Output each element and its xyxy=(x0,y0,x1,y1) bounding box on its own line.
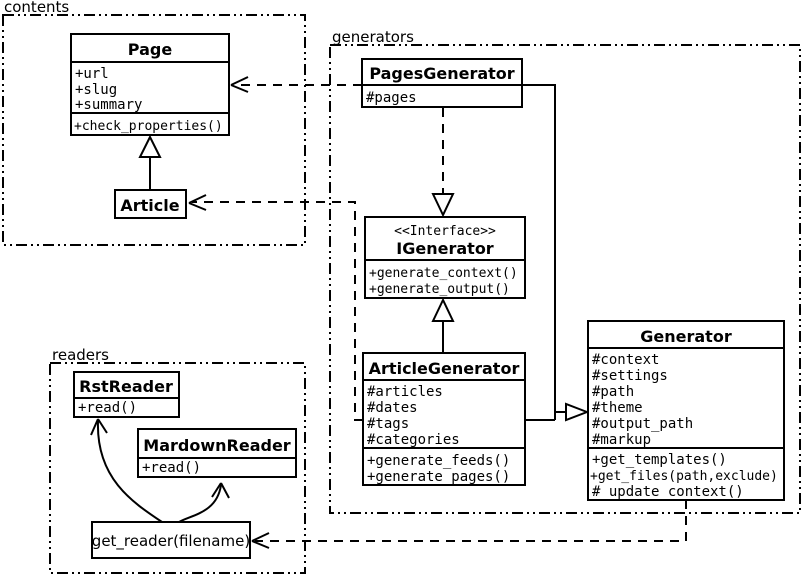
class-generator-attr-2: #path xyxy=(592,384,634,400)
class-igenerator-method-1: +generate_output() xyxy=(369,282,510,297)
class-articlegenerator-attr-1: #dates xyxy=(367,400,418,416)
class-pagesgenerator-title: PagesGenerator xyxy=(369,64,514,83)
arrowhead-triangle-igenerator-bottom xyxy=(431,297,455,322)
package-readers-border xyxy=(49,362,306,574)
class-rstreader-title: RstReader xyxy=(79,377,173,396)
arrowhead-open-article xyxy=(188,194,207,211)
class-page-title: Page xyxy=(128,40,173,59)
class-mardownreader: MardownReader +read() xyxy=(137,428,297,478)
class-article-title: Article xyxy=(120,196,179,215)
class-articlegenerator-method-0: +generate_feeds() xyxy=(367,453,510,469)
arrowhead-open-rstreader xyxy=(90,418,108,436)
class-igenerator: <<Interface>> IGenerator +generate_conte… xyxy=(364,216,526,299)
function-getreader-box xyxy=(91,521,251,559)
function-getreader: get_reader(filename) xyxy=(91,521,251,559)
arrowhead-triangle-igenerator-top xyxy=(431,193,455,218)
class-generator-attr-1: #settings xyxy=(592,368,668,384)
class-mardownreader-title: MardownReader xyxy=(143,436,291,455)
class-generator-method-1: +get_files(path,exclude) xyxy=(590,469,778,484)
class-generator-attr-3: #theme xyxy=(592,400,643,416)
package-generators: generators xyxy=(329,28,801,514)
arrowhead-triangle-generator xyxy=(565,402,590,422)
package-contents: contents xyxy=(2,0,306,246)
package-contents-border xyxy=(2,14,306,246)
class-page-box xyxy=(70,33,230,136)
class-rstreader-method-0: +read() xyxy=(78,400,137,416)
class-page-method-0: +check_properties() xyxy=(74,119,223,134)
arrowhead-triangle-page xyxy=(138,134,162,158)
class-generator: Generator #context #settings #path #them… xyxy=(587,320,785,501)
class-articlegenerator-attr-2: #tags xyxy=(367,416,409,432)
class-page-attr-0: +url xyxy=(75,66,109,82)
package-contents-label: contents xyxy=(4,0,69,16)
package-readers-label: readers xyxy=(52,346,109,364)
class-page: Page +url +slug +summary +check_properti… xyxy=(70,33,230,136)
class-articlegenerator-attr-0: #articles xyxy=(367,384,443,400)
class-pagesgenerator-attr-0: #pages xyxy=(366,90,417,106)
package-generators-label: generators xyxy=(332,28,414,46)
class-rstreader-box xyxy=(73,371,180,418)
class-generator-method-0: +get_templates() xyxy=(592,452,727,468)
class-page-attr-1: +slug xyxy=(75,82,117,98)
class-page-attr-2: +summary xyxy=(75,97,142,113)
class-generator-box xyxy=(587,320,785,501)
class-generator-attr-5: #markup xyxy=(592,432,651,448)
class-generator-attr-0: #context xyxy=(592,352,659,368)
class-articlegenerator-method-1: +generate_pages() xyxy=(367,469,510,485)
class-mardownreader-box xyxy=(137,428,297,478)
function-getreader-label: get_reader(filename) xyxy=(92,532,250,551)
class-pagesgenerator: PagesGenerator #pages xyxy=(361,58,523,108)
class-article-box xyxy=(114,189,187,219)
edge-articlegenerator-article-dependency xyxy=(192,201,363,421)
class-igenerator-method-0: +generate_context() xyxy=(369,266,518,281)
edge-getreader-rstreader xyxy=(96,420,163,523)
class-generator-method-2: #_update_context() xyxy=(592,484,744,500)
class-igenerator-stereotype: <<Interface>> xyxy=(394,224,496,239)
class-article: Article xyxy=(114,134,187,219)
class-mardownreader-method-0: +read() xyxy=(142,460,201,476)
package-readers: readers xyxy=(49,346,306,574)
class-rstreader: RstReader +read() xyxy=(73,371,180,418)
edge-getreader-mardownreader xyxy=(178,484,222,523)
package-generators-border xyxy=(329,44,801,514)
edge-generalization-generator xyxy=(522,84,566,421)
class-generator-title: Generator xyxy=(640,327,732,346)
arrowhead-open-page xyxy=(230,76,249,93)
class-pagesgenerator-box xyxy=(361,58,523,108)
class-articlegenerator-title: ArticleGenerator xyxy=(369,359,520,378)
class-articlegenerator-attr-3: #categories xyxy=(367,432,460,448)
class-igenerator-box xyxy=(364,216,526,299)
arrowhead-open-getreader xyxy=(251,532,270,549)
edge-generator-getreader-dependency xyxy=(255,500,687,542)
class-articlegenerator-box xyxy=(362,352,526,486)
class-generator-attr-4: #output_path xyxy=(592,416,693,432)
class-igenerator-title: IGenerator xyxy=(396,239,494,258)
edges xyxy=(90,76,687,549)
arrowhead-open-mardownreader xyxy=(211,482,230,499)
class-articlegenerator: ArticleGenerator #articles #dates #tags … xyxy=(362,352,526,486)
